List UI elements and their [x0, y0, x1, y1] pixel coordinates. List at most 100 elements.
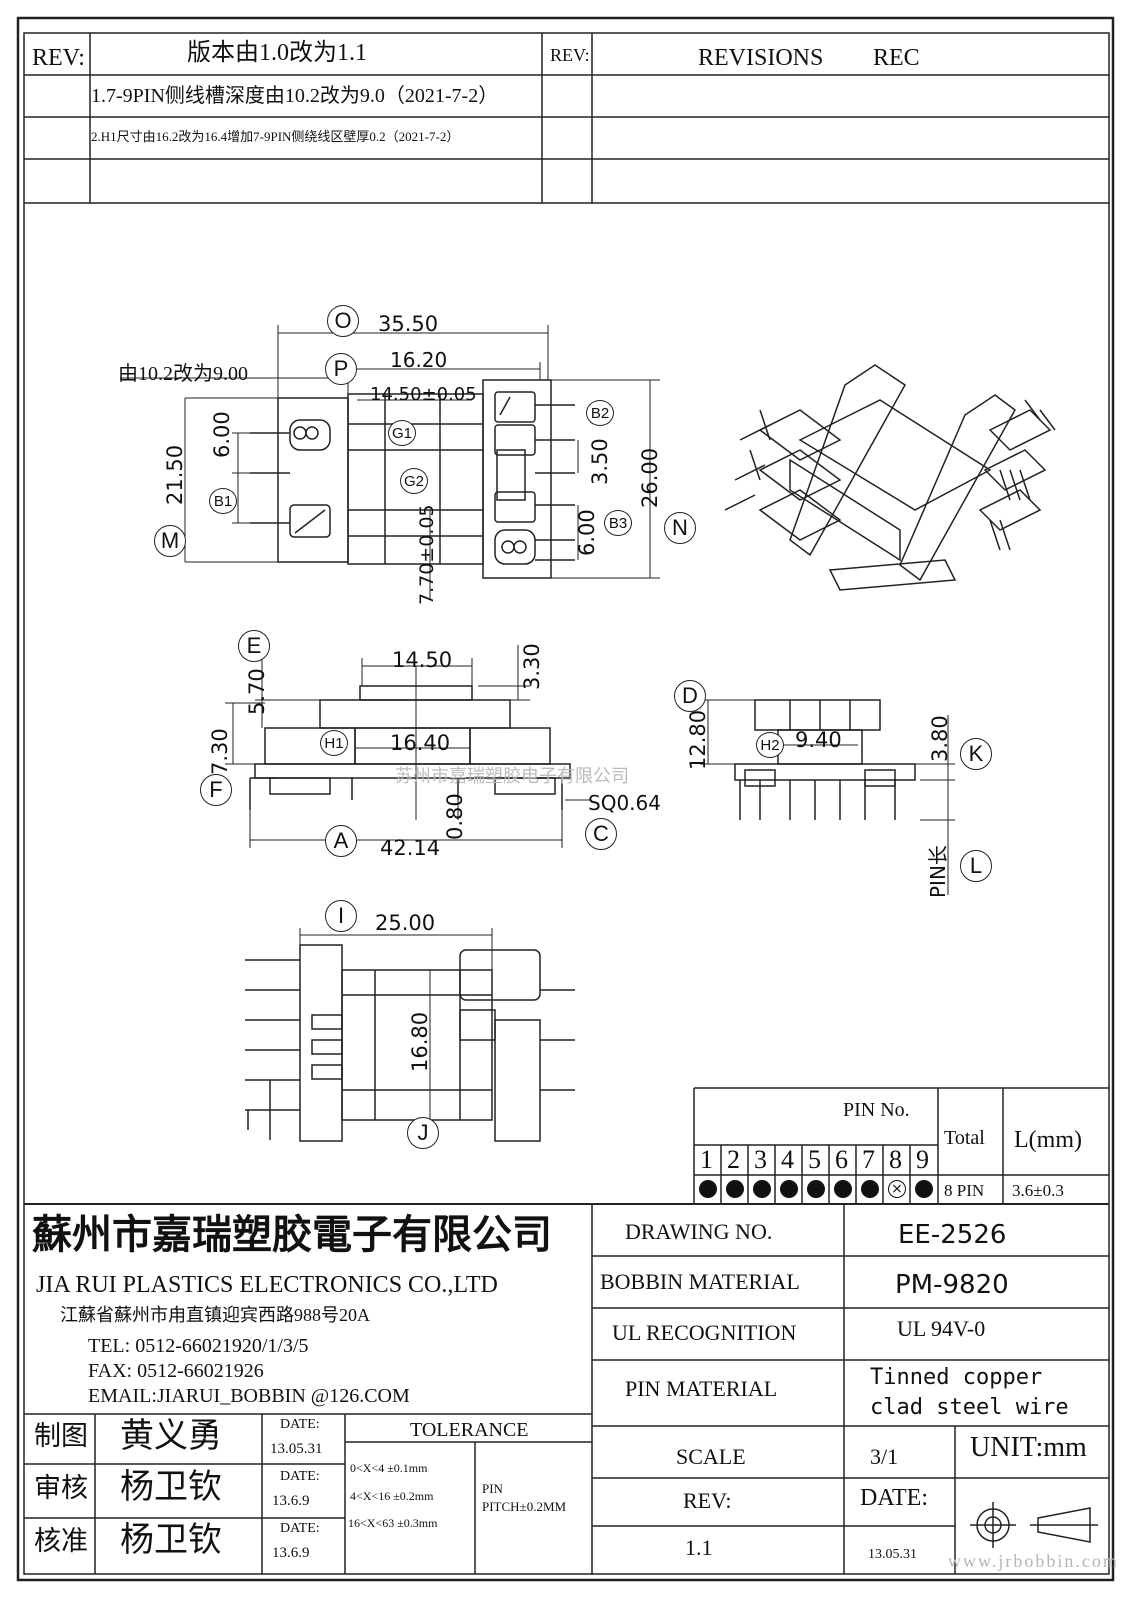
drawn-by: 黄义勇: [120, 1418, 222, 1455]
label-B2: B2: [586, 400, 614, 426]
date-footer-value: 13.05.31: [868, 1547, 917, 1562]
label-A: A: [325, 825, 357, 857]
tolerance-row-3: 16<X<63 ±0.3mm: [348, 1516, 438, 1530]
tolerance-row-2: 4<X<16 ±0.2mm: [350, 1489, 434, 1503]
label-I: I: [325, 900, 357, 932]
revision-change-2: 2.H1尺寸由16.2改为16.4增加7-9PIN侧绕线区壁厚0.2（2021-…: [91, 129, 460, 144]
company-email: EMAIL:JIARUI_BOBBIN @126.COM: [88, 1385, 410, 1407]
dim-21-50: 21.50: [163, 444, 187, 505]
inner-border: [23, 32, 1110, 1575]
label-P: P: [325, 353, 357, 385]
approve-date: 13.6.9: [272, 1545, 310, 1561]
dim-16-40: 16.40: [390, 731, 451, 755]
dim-3-80: 3.80: [928, 715, 952, 762]
pin-state-used-7: [861, 1180, 879, 1198]
top-view-outline: [250, 379, 575, 579]
tolerance-pin-label: PIN: [482, 1481, 503, 1496]
pin-number-3: 3: [754, 1145, 767, 1174]
pin-state-used-3: [753, 1180, 771, 1198]
dim-25-00: 25.00: [375, 911, 436, 935]
revision-change-1: 1.7-9PIN侧线槽深度由10.2改为9.0（2021-7-2）: [91, 85, 499, 107]
dim-9-40: 9.40: [795, 728, 842, 752]
tolerance-row-1: 0<X<4 ±0.1mm: [350, 1461, 428, 1475]
drawn-label: 制图: [34, 1421, 88, 1451]
rev-label-2: REV:: [550, 45, 590, 65]
company-fax: FAX: 0512-66021926: [88, 1360, 264, 1382]
unit-label: UNIT:mm: [970, 1432, 1087, 1463]
rev-footer-value: 1.1: [685, 1535, 713, 1560]
dim-26-00: 26.00: [638, 447, 662, 508]
pin-table-total-value: 8 PIN: [944, 1181, 985, 1200]
pin-number-5: 5: [808, 1145, 821, 1174]
drawing-no-label: DRAWING NO.: [625, 1219, 773, 1244]
label-J: J: [407, 1117, 439, 1149]
pin-table-length-value: 3.6±0.3: [1012, 1181, 1064, 1200]
scale-label: SCALE: [676, 1444, 746, 1469]
check-by: 杨卫钦: [120, 1469, 222, 1506]
dim-35-50: 35.50: [378, 312, 439, 336]
label-H1: H1: [320, 730, 348, 756]
check-date: 13.6.9: [272, 1493, 310, 1509]
rev-footer-label: REV:: [683, 1488, 732, 1513]
approve-by: 杨卫钦: [120, 1522, 222, 1559]
date-footer-label: DATE:: [860, 1485, 928, 1511]
pin-table-header: PIN No.: [843, 1099, 910, 1121]
dim-42-14: 42.14: [380, 836, 441, 860]
pin-state-used-2: [726, 1180, 744, 1198]
company-name-en: JIA RUI PLASTICS ELECTRONICS CO.,LTD: [36, 1272, 498, 1298]
label-G1: G1: [388, 420, 416, 446]
label-F: F: [200, 774, 232, 806]
dim-6-00-left: 6.00: [210, 411, 234, 458]
dim-6-00-right: 6.00: [575, 509, 599, 556]
label-B1: B1: [209, 488, 237, 514]
pin-number-9: 9: [916, 1145, 929, 1174]
outer-border: [16, 16, 1115, 1582]
bobbin-material-label: BOBBIN MATERIAL: [600, 1269, 800, 1294]
dim-3-50: 3.50: [588, 438, 612, 485]
label-H2: H2: [756, 732, 784, 758]
label-N: N: [664, 512, 696, 544]
drawing-no-value: EE-2526: [898, 1220, 1007, 1250]
pin-state-unused-8: ×: [888, 1180, 906, 1198]
isometric-view-outline: [724, 364, 1056, 591]
pin-table-length-label: L(mm): [1014, 1127, 1082, 1153]
pin-table-total-label: Total: [944, 1127, 985, 1149]
dim-0-80: 0.80: [443, 793, 467, 840]
dim-sq-0-64: SQ0.64: [588, 791, 661, 815]
check-label: 审核: [34, 1473, 88, 1503]
dim-14-50: 14.50: [392, 648, 453, 672]
pin-table-grid: [693, 1087, 1109, 1204]
scale-value: 3/1: [870, 1444, 899, 1469]
company-name-cn: 蘇州市嘉瑞塑胶電子有限公司: [32, 1212, 552, 1257]
revisions-label: REVISIONS: [698, 45, 824, 71]
drawn-date-label: DATE:: [280, 1417, 320, 1432]
end-view-outline: [734, 699, 916, 820]
approve-label: 核准: [34, 1526, 88, 1556]
note-change: 由10.2改为9.00: [118, 363, 248, 385]
pin-number-7: 7: [862, 1145, 875, 1174]
watermark-company: 苏州市嘉瑞塑胶电子有限公司: [395, 766, 629, 787]
pin-state-used-6: [834, 1180, 852, 1198]
pin-number-6: 6: [835, 1145, 848, 1174]
projection-symbol: [970, 1502, 1098, 1548]
rev-label: REV:: [32, 45, 85, 71]
rev-change-title: 版本由1.0改为1.1: [187, 40, 367, 66]
label-L: L: [960, 850, 992, 882]
pin-state-used-9: [915, 1180, 933, 1198]
label-M: M: [154, 525, 186, 557]
pin-number-1: 1: [700, 1145, 713, 1174]
company-address: 江蘇省蘇州市甪直镇迎宾西路988号20A: [60, 1305, 370, 1325]
ul-recognition-value: UL 94V-0: [897, 1316, 986, 1341]
label-K: K: [960, 738, 992, 770]
pin-state-used-5: [807, 1180, 825, 1198]
dim-16-80: 16.80: [408, 1011, 432, 1072]
label-E: E: [238, 630, 270, 662]
dim-3-30: 3.30: [520, 643, 544, 690]
dim-16-20: 16.20: [390, 348, 448, 372]
pin-material-value-1: Tinned copper: [870, 1365, 1043, 1390]
website-watermark: www.jrbobbin.com: [948, 1551, 1119, 1571]
pin-material-value-2: clad steel wire: [870, 1395, 1069, 1420]
label-G2: G2: [400, 468, 428, 494]
label-D: D: [674, 680, 706, 712]
